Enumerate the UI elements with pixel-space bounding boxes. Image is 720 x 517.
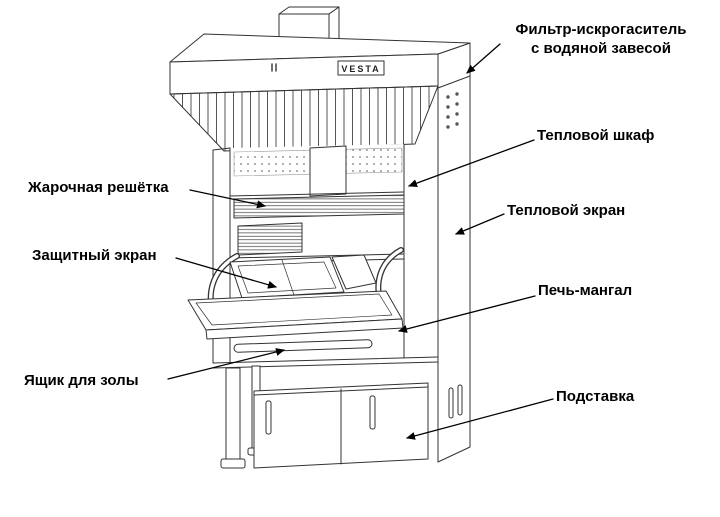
label-heat-cabinet: Тепловой шкаф	[537, 127, 655, 144]
leader-shield	[175, 257, 277, 289]
flue-duct	[309, 145, 347, 197]
brand-plate	[337, 60, 385, 76]
leader-filter	[466, 43, 501, 74]
hood-louvers	[169, 85, 439, 152]
grill-grate	[233, 194, 405, 219]
front-leg	[225, 367, 241, 460]
side-slots	[448, 384, 463, 419]
cabinet-slot-right	[369, 395, 376, 430]
hood: VESTA	[169, 33, 471, 152]
leader-heat-cabinet	[408, 139, 535, 187]
door-tray	[187, 254, 404, 340]
leader-stand	[406, 398, 554, 440]
label-protective-screen: Защитный экран	[32, 247, 157, 264]
leader-heat-screen	[455, 213, 505, 235]
base-stand	[212, 356, 439, 469]
label-oven-mangal: Печь-мангал	[538, 282, 633, 299]
leader-ash	[167, 348, 285, 380]
label-heat-screen: Тепловой экран	[507, 202, 626, 219]
leader-grate	[189, 189, 266, 209]
leader-oven	[398, 295, 536, 333]
brand-logo: VESTA	[341, 64, 380, 74]
label-filter-spark-arrester: Фильтр-искрогаситель с водяной завесой	[515, 21, 687, 57]
side-vents	[446, 92, 459, 129]
ash-bar	[233, 339, 373, 353]
label-grill-grate: Жарочная решётка	[28, 179, 169, 196]
label-ash-box: Ящик для золы	[24, 372, 139, 389]
label-stand: Подставка	[556, 388, 635, 405]
right-side-panel	[437, 42, 471, 463]
cabinet-slot-left	[265, 400, 272, 435]
leader-lines	[167, 43, 554, 440]
plate-stack	[237, 222, 303, 256]
